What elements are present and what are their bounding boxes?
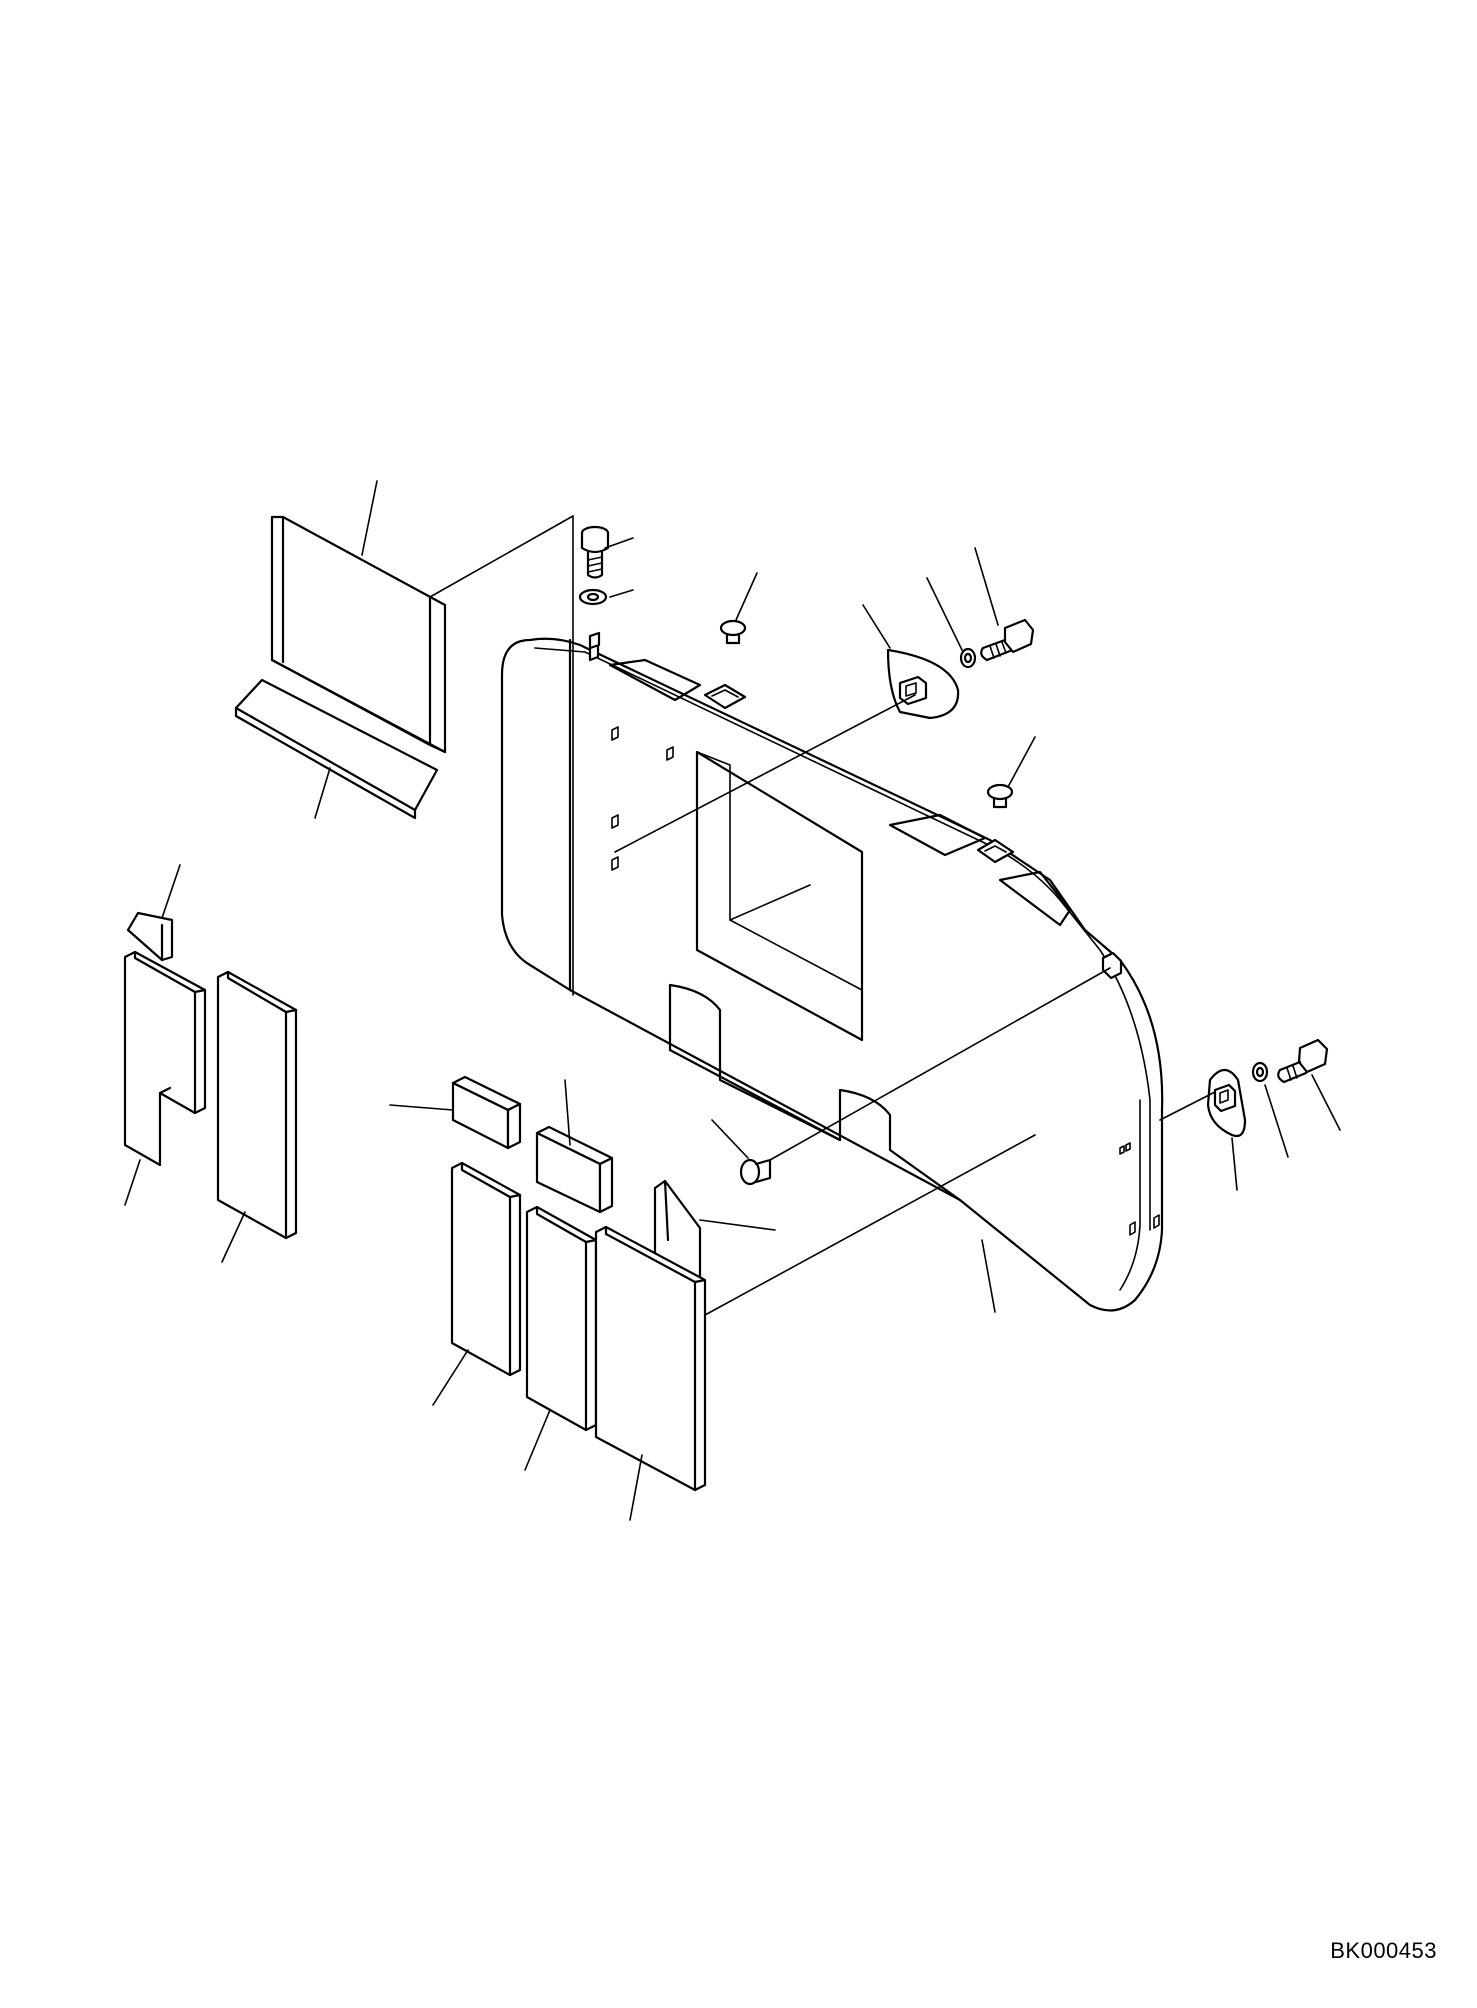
pad-small-wedge-right xyxy=(653,1179,702,1280)
cap-plug-right xyxy=(986,783,1014,809)
stud-bottom xyxy=(739,1158,772,1186)
leader-lines xyxy=(124,480,1341,1521)
drawing-code: BK000453 xyxy=(1330,1938,1437,1963)
pad-tall-left xyxy=(216,970,298,1240)
washer-right xyxy=(1251,1061,1269,1083)
pad-tall-3 xyxy=(594,1225,707,1492)
cap-plug-left xyxy=(719,619,747,645)
washer-top-right xyxy=(959,647,977,669)
bolt-top-right xyxy=(980,618,1035,662)
pad-tall-1 xyxy=(450,1161,522,1377)
bracket-plate-top xyxy=(886,648,960,720)
main-cover-panel xyxy=(500,637,1164,1312)
pad-small-block-2 xyxy=(535,1125,614,1214)
pad-large-top xyxy=(270,515,447,754)
pad-tall-2 xyxy=(525,1205,598,1432)
bracket-plate-right xyxy=(1206,1068,1247,1138)
top-washer xyxy=(578,588,608,606)
pad-small-block-1 xyxy=(451,1075,522,1150)
top-stud xyxy=(588,631,601,650)
pad-base-strip xyxy=(234,678,439,820)
bolt-right xyxy=(1277,1038,1329,1084)
pad-notched xyxy=(123,950,207,1167)
pad-small-wedge-left xyxy=(126,911,174,962)
top-bolt xyxy=(580,525,610,579)
